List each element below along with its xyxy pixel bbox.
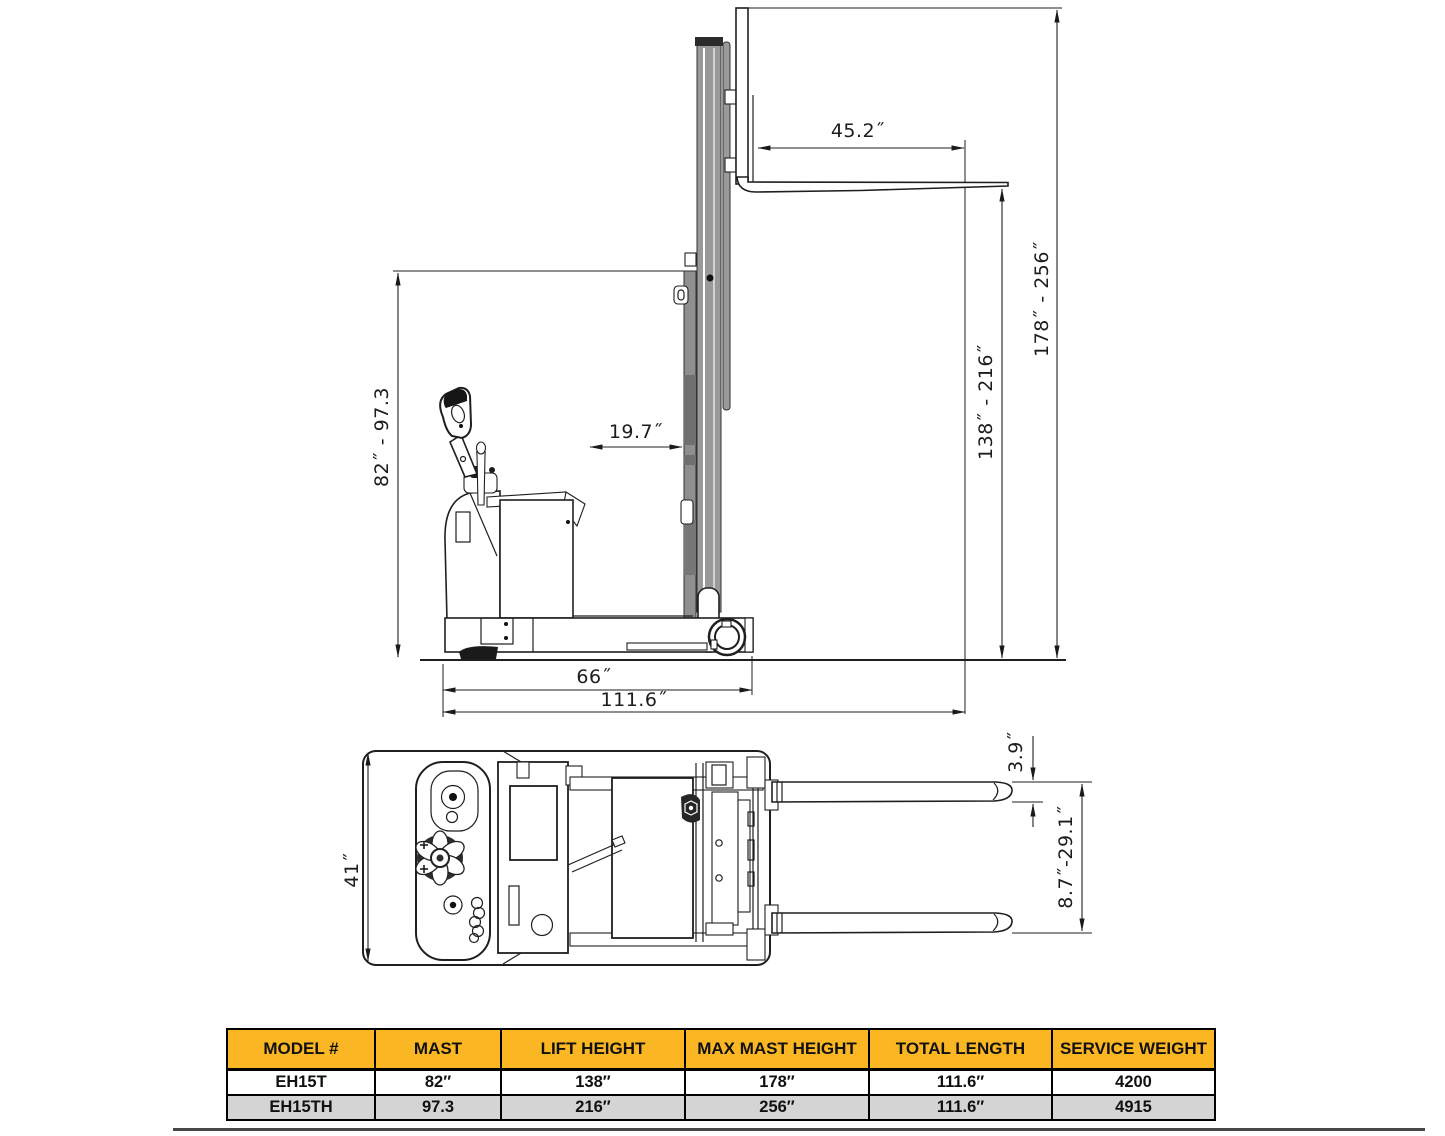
load-wheel <box>707 617 747 657</box>
cell-mast: 97.3 <box>374 1094 502 1121</box>
spec-table-header-row: MODEL # MAST LIFT HEIGHT MAX MAST HEIGHT… <box>226 1028 1216 1071</box>
cell-max-mast-height: 178″ <box>684 1068 870 1096</box>
dim-lift-height-label: 138˝ - 216˝ <box>975 344 997 460</box>
header-service-weight: SERVICE WEIGHT <box>1051 1028 1216 1071</box>
battery-box <box>611 777 694 939</box>
cell-total-length: 111.6″ <box>868 1094 1053 1121</box>
side-view-drawing: 45.2˝ 178˝ - 256˝ 138˝ - 216˝ 82˝ - 97.3… <box>371 7 1066 717</box>
dim-wheelbase: 66˝ <box>442 666 753 693</box>
dim-load-distance: 19.7˝ <box>589 421 683 450</box>
table-row-eh15th: EH15TH 97.3 216″ 256″ 111.6″ 4915 <box>226 1094 1216 1121</box>
header-model: MODEL # <box>226 1028 376 1071</box>
header-lift-height: LIFT HEIGHT <box>500 1028 686 1071</box>
forks-top-view <box>771 781 1013 934</box>
dim-overall-height-label: 178˝ - 256˝ <box>1031 241 1053 357</box>
table-row-eh15t: EH15T 82″ 138″ 178″ 111.6″ 4200 <box>226 1068 1216 1096</box>
header-max-mast-height: MAX MAST HEIGHT <box>684 1028 870 1071</box>
dim-total-length-label: 111.6˝ <box>601 689 668 711</box>
mast <box>673 37 731 653</box>
dim-overall-height: 178˝ - 256˝ <box>1031 9 1060 659</box>
dim-total-length: 111.6˝ <box>442 689 966 715</box>
fork-upper <box>771 781 1013 803</box>
dim-lift-height: 138˝ - 216˝ <box>975 188 1005 659</box>
cell-model: EH15T <box>226 1068 376 1096</box>
dim-mast-height-label: 82˝ - 97.3 <box>371 387 393 487</box>
header-total-length: TOTAL LENGTH <box>868 1028 1053 1071</box>
dim-fork-thickness-label: 3.9˝ <box>1005 731 1027 773</box>
fork-blade <box>736 176 1009 193</box>
dim-wheelbase-label: 66˝ <box>576 666 611 688</box>
cell-model: EH15TH <box>226 1094 376 1121</box>
dim-load-distance-label: 19.7˝ <box>609 421 663 443</box>
fork-lower <box>771 912 1013 934</box>
dim-overall-width-label: 41˝ <box>341 852 363 887</box>
dim-fork-thickness: 3.9˝ <box>1005 731 1092 827</box>
dim-mast-height: 82˝ - 97.3 <box>371 272 401 658</box>
truck-body <box>444 490 754 659</box>
operator-module <box>415 761 491 961</box>
spec-table: MODEL # MAST LIFT HEIGHT MAX MAST HEIGHT… <box>226 1028 1216 1121</box>
cell-mast: 82″ <box>374 1068 502 1096</box>
dim-fork-spread: 8.7˝-29.1˝ <box>1012 783 1092 934</box>
dim-fork-length: 45.2˝ <box>757 120 965 151</box>
cell-total-length: 111.6″ <box>868 1068 1053 1096</box>
top-view-drawing: 41˝ 3.9˝ 8.7˝-29.1˝ <box>341 731 1092 966</box>
drive-wheel <box>459 646 498 659</box>
dim-overall-width: 41˝ <box>341 752 371 962</box>
display-panel <box>509 785 558 861</box>
console <box>497 761 583 954</box>
cell-service-weight: 4200 <box>1051 1068 1216 1096</box>
header-mast: MAST <box>374 1028 502 1071</box>
bottom-divider-bar <box>173 1128 1425 1131</box>
cell-service-weight: 4915 <box>1051 1094 1216 1121</box>
cell-lift-height: 216″ <box>500 1094 686 1121</box>
tiller-handle <box>439 386 498 506</box>
fork-carriage <box>724 7 1009 193</box>
coiled-cable <box>468 896 486 944</box>
dim-fork-spread-label: 8.7˝-29.1˝ <box>1055 805 1077 908</box>
dim-fork-length-label: 45.2˝ <box>831 120 885 142</box>
cell-lift-height: 138″ <box>500 1068 686 1096</box>
chassis-mid <box>567 776 764 947</box>
cell-max-mast-height: 256″ <box>684 1094 870 1121</box>
